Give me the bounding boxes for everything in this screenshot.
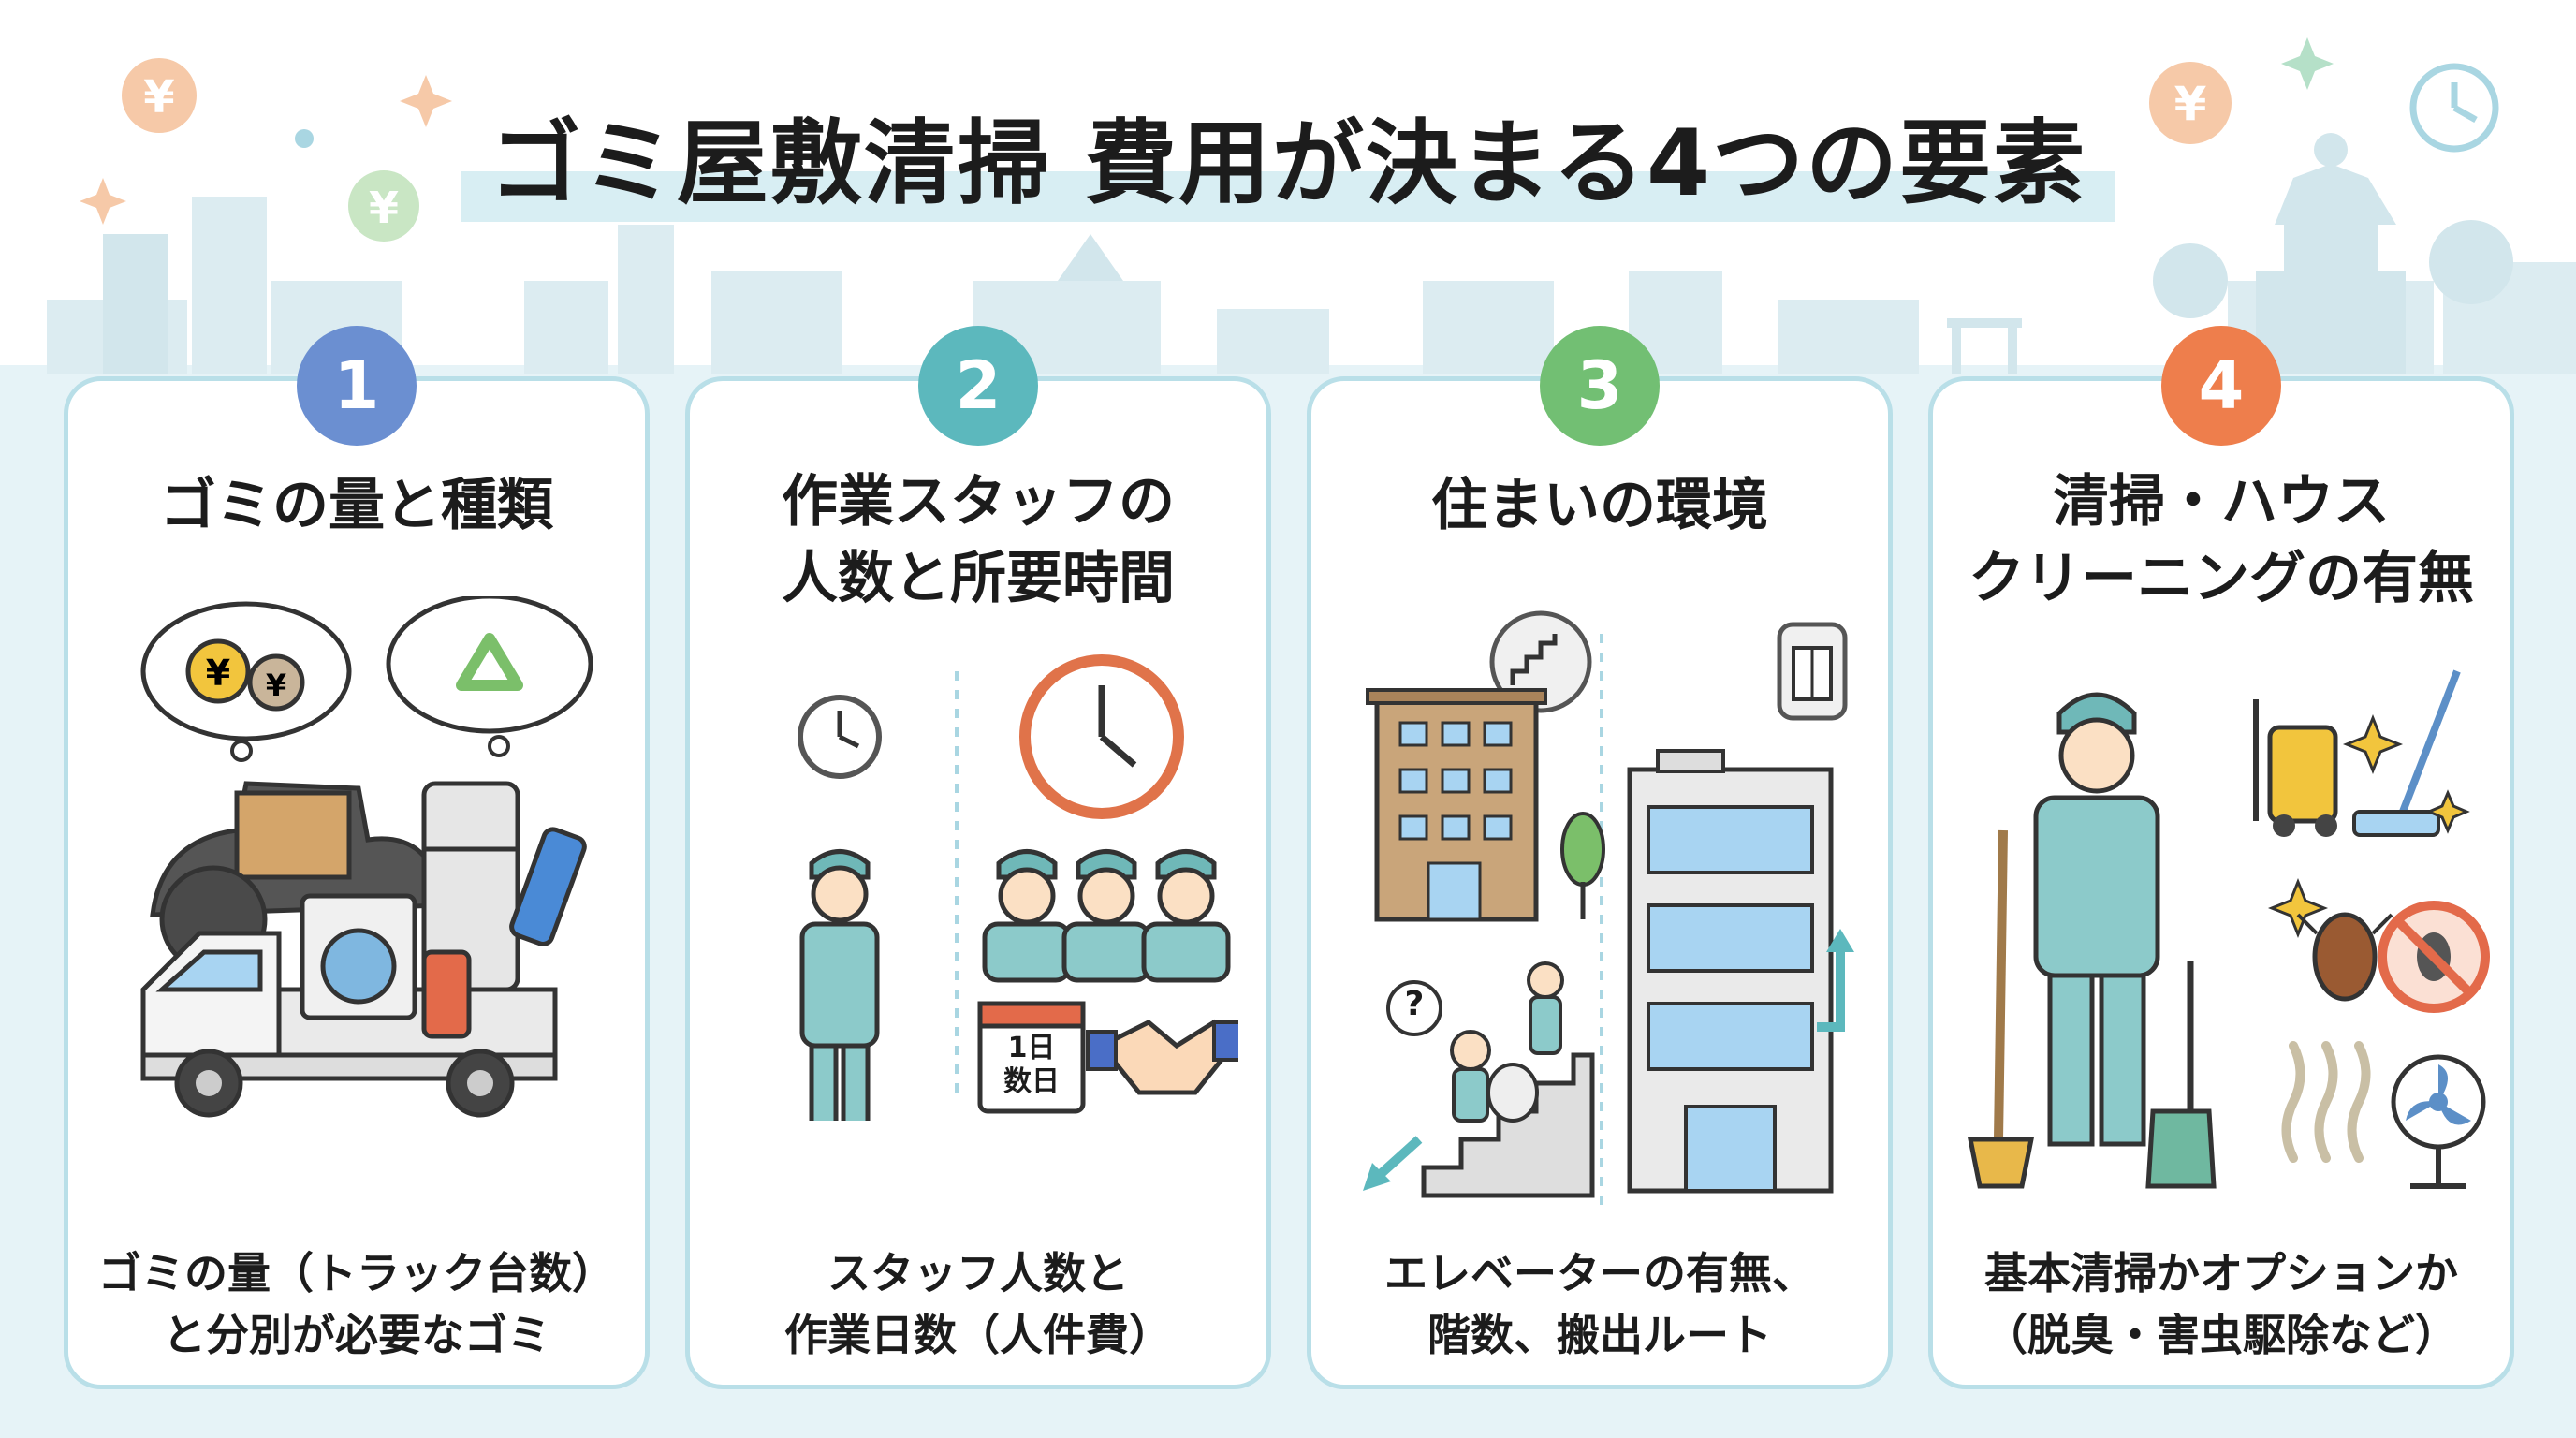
title-container: ゴミ屋敷清掃 費用が決まる4つの要素 <box>0 89 2576 222</box>
tree-icon <box>2153 220 2513 318</box>
card-footer-line: （脱臭・害虫駆除など） <box>1984 1310 2458 1360</box>
card-footer-line: ゴミの量（トラック台数） <box>98 1248 615 1299</box>
step-badge-3: 3 <box>1540 326 1660 446</box>
page-title: ゴミ屋敷清掃 費用が決まる4つの要素 <box>461 89 2115 222</box>
card-title-line: 住まいの環境 <box>1431 473 1768 538</box>
card-title: ゴミの量と種類 <box>68 467 645 544</box>
pressure-washer-icon <box>2253 699 2338 837</box>
tall-building-icon <box>1627 749 1854 1194</box>
card-footer-line: スタッフ人数と <box>827 1248 1129 1299</box>
carrying-worker-icon <box>1363 961 1595 1198</box>
garbage-truck-icon <box>140 931 558 1118</box>
cleaning-worker-icon <box>1967 692 2217 1189</box>
card-footer-line: 作業日数（人件費） <box>784 1310 1172 1360</box>
worker-icon <box>799 849 880 1121</box>
card-footer: ゴミの量（トラック台数） と分別が必要なゴミ <box>68 1242 645 1366</box>
workers-group-icon <box>982 849 1231 983</box>
card-footer: エレベーターの有無、 階数、搬出ルート <box>1311 1242 1888 1366</box>
sparkle-icon <box>80 37 2334 225</box>
card-title-line: ゴミの量と種類 <box>160 473 553 538</box>
yen-coin-icon: ¥ <box>122 58 197 133</box>
no-bugs-icon <box>2378 901 2490 1013</box>
factor-card-2: 作業スタッフの 人数と所要時間 <box>685 376 1271 1389</box>
samurai-statue-icon <box>2256 133 2406 374</box>
apartment-icon <box>1366 688 1547 922</box>
svg-text:¥: ¥ <box>143 71 174 124</box>
step-badge-2: 2 <box>918 326 1038 446</box>
clock-icon <box>2409 63 2499 153</box>
card-footer-line: 階数、搬出ルート <box>1427 1310 1772 1360</box>
tree-icon <box>1560 812 1605 919</box>
cleaning-illustration <box>1967 669 2490 1189</box>
odor-icon <box>2281 1041 2371 1163</box>
clock-icon <box>1019 654 1184 819</box>
card-title-line: クリーニングの有無 <box>1969 546 2474 611</box>
card-footer-line: 基本清掃かオプションか <box>1984 1248 2458 1299</box>
elevator-icon <box>1777 622 1848 721</box>
question-mark: ? <box>1404 985 1425 1023</box>
svg-text:¥: ¥ <box>266 668 286 703</box>
stairs-icon <box>1489 610 1592 713</box>
card-title-line: 人数と所要時間 <box>782 546 1175 611</box>
calendar-line: 1日 <box>1007 1032 1056 1064</box>
recycle-icon <box>386 596 593 757</box>
card-title-line: 清掃・ハウス <box>2053 469 2390 535</box>
factor-card-3: 住まいの環境 <box>1307 376 1893 1389</box>
svg-text:¥: ¥ <box>2174 77 2207 131</box>
calendar-text: 1日 数日 <box>980 1032 1083 1099</box>
step-badge-4: 4 <box>2161 326 2281 446</box>
housing-illustration <box>1363 610 1854 1205</box>
factor-card-1: ゴミの量と種類 ¥ ¥ <box>64 376 650 1389</box>
svg-text:¥: ¥ <box>369 183 399 233</box>
card-title: 清掃・ハウス クリーニングの有無 <box>1933 463 2510 617</box>
card-footer: 基本清掃かオプションか （脱臭・害虫駆除など） <box>1933 1242 2510 1366</box>
mop-icon <box>2352 669 2461 837</box>
card-footer-line: エレベーターの有無、 <box>1384 1248 1815 1299</box>
yen-coin-icon: ¥ ¥ <box>140 601 352 762</box>
yen-coin-icon: ¥ <box>2149 62 2232 144</box>
card-title-line: 作業スタッフの <box>782 469 1175 535</box>
card-title: 住まいの環境 <box>1311 467 1888 544</box>
card-footer: スタッフ人数と 作業日数（人件費） <box>690 1242 1266 1366</box>
washing-machine-icon <box>300 893 417 1020</box>
clock-icon <box>798 695 882 779</box>
garbage-illustration: ¥ ¥ <box>140 596 593 1118</box>
svg-text:¥: ¥ <box>206 653 230 694</box>
staff-time-illustration <box>798 654 1238 1121</box>
factor-card-4: 清掃・ハウス クリーニングの有無 <box>1928 376 2514 1389</box>
calendar-icon <box>977 1001 1086 1114</box>
fan-icon <box>2391 1054 2486 1189</box>
cockroach-icon <box>2296 912 2393 1002</box>
sparkle-icon <box>2267 713 2470 939</box>
card-title: 作業スタッフの 人数と所要時間 <box>690 463 1266 617</box>
spray-can-icon <box>509 827 587 946</box>
yen-coin-icon: ¥ <box>348 170 419 242</box>
calendar-line: 数日 <box>1003 1065 1060 1098</box>
card-footer-line: と分別が必要なゴミ <box>163 1310 550 1360</box>
handshake-icon <box>1086 1019 1238 1095</box>
step-badge-1: 1 <box>297 326 417 446</box>
